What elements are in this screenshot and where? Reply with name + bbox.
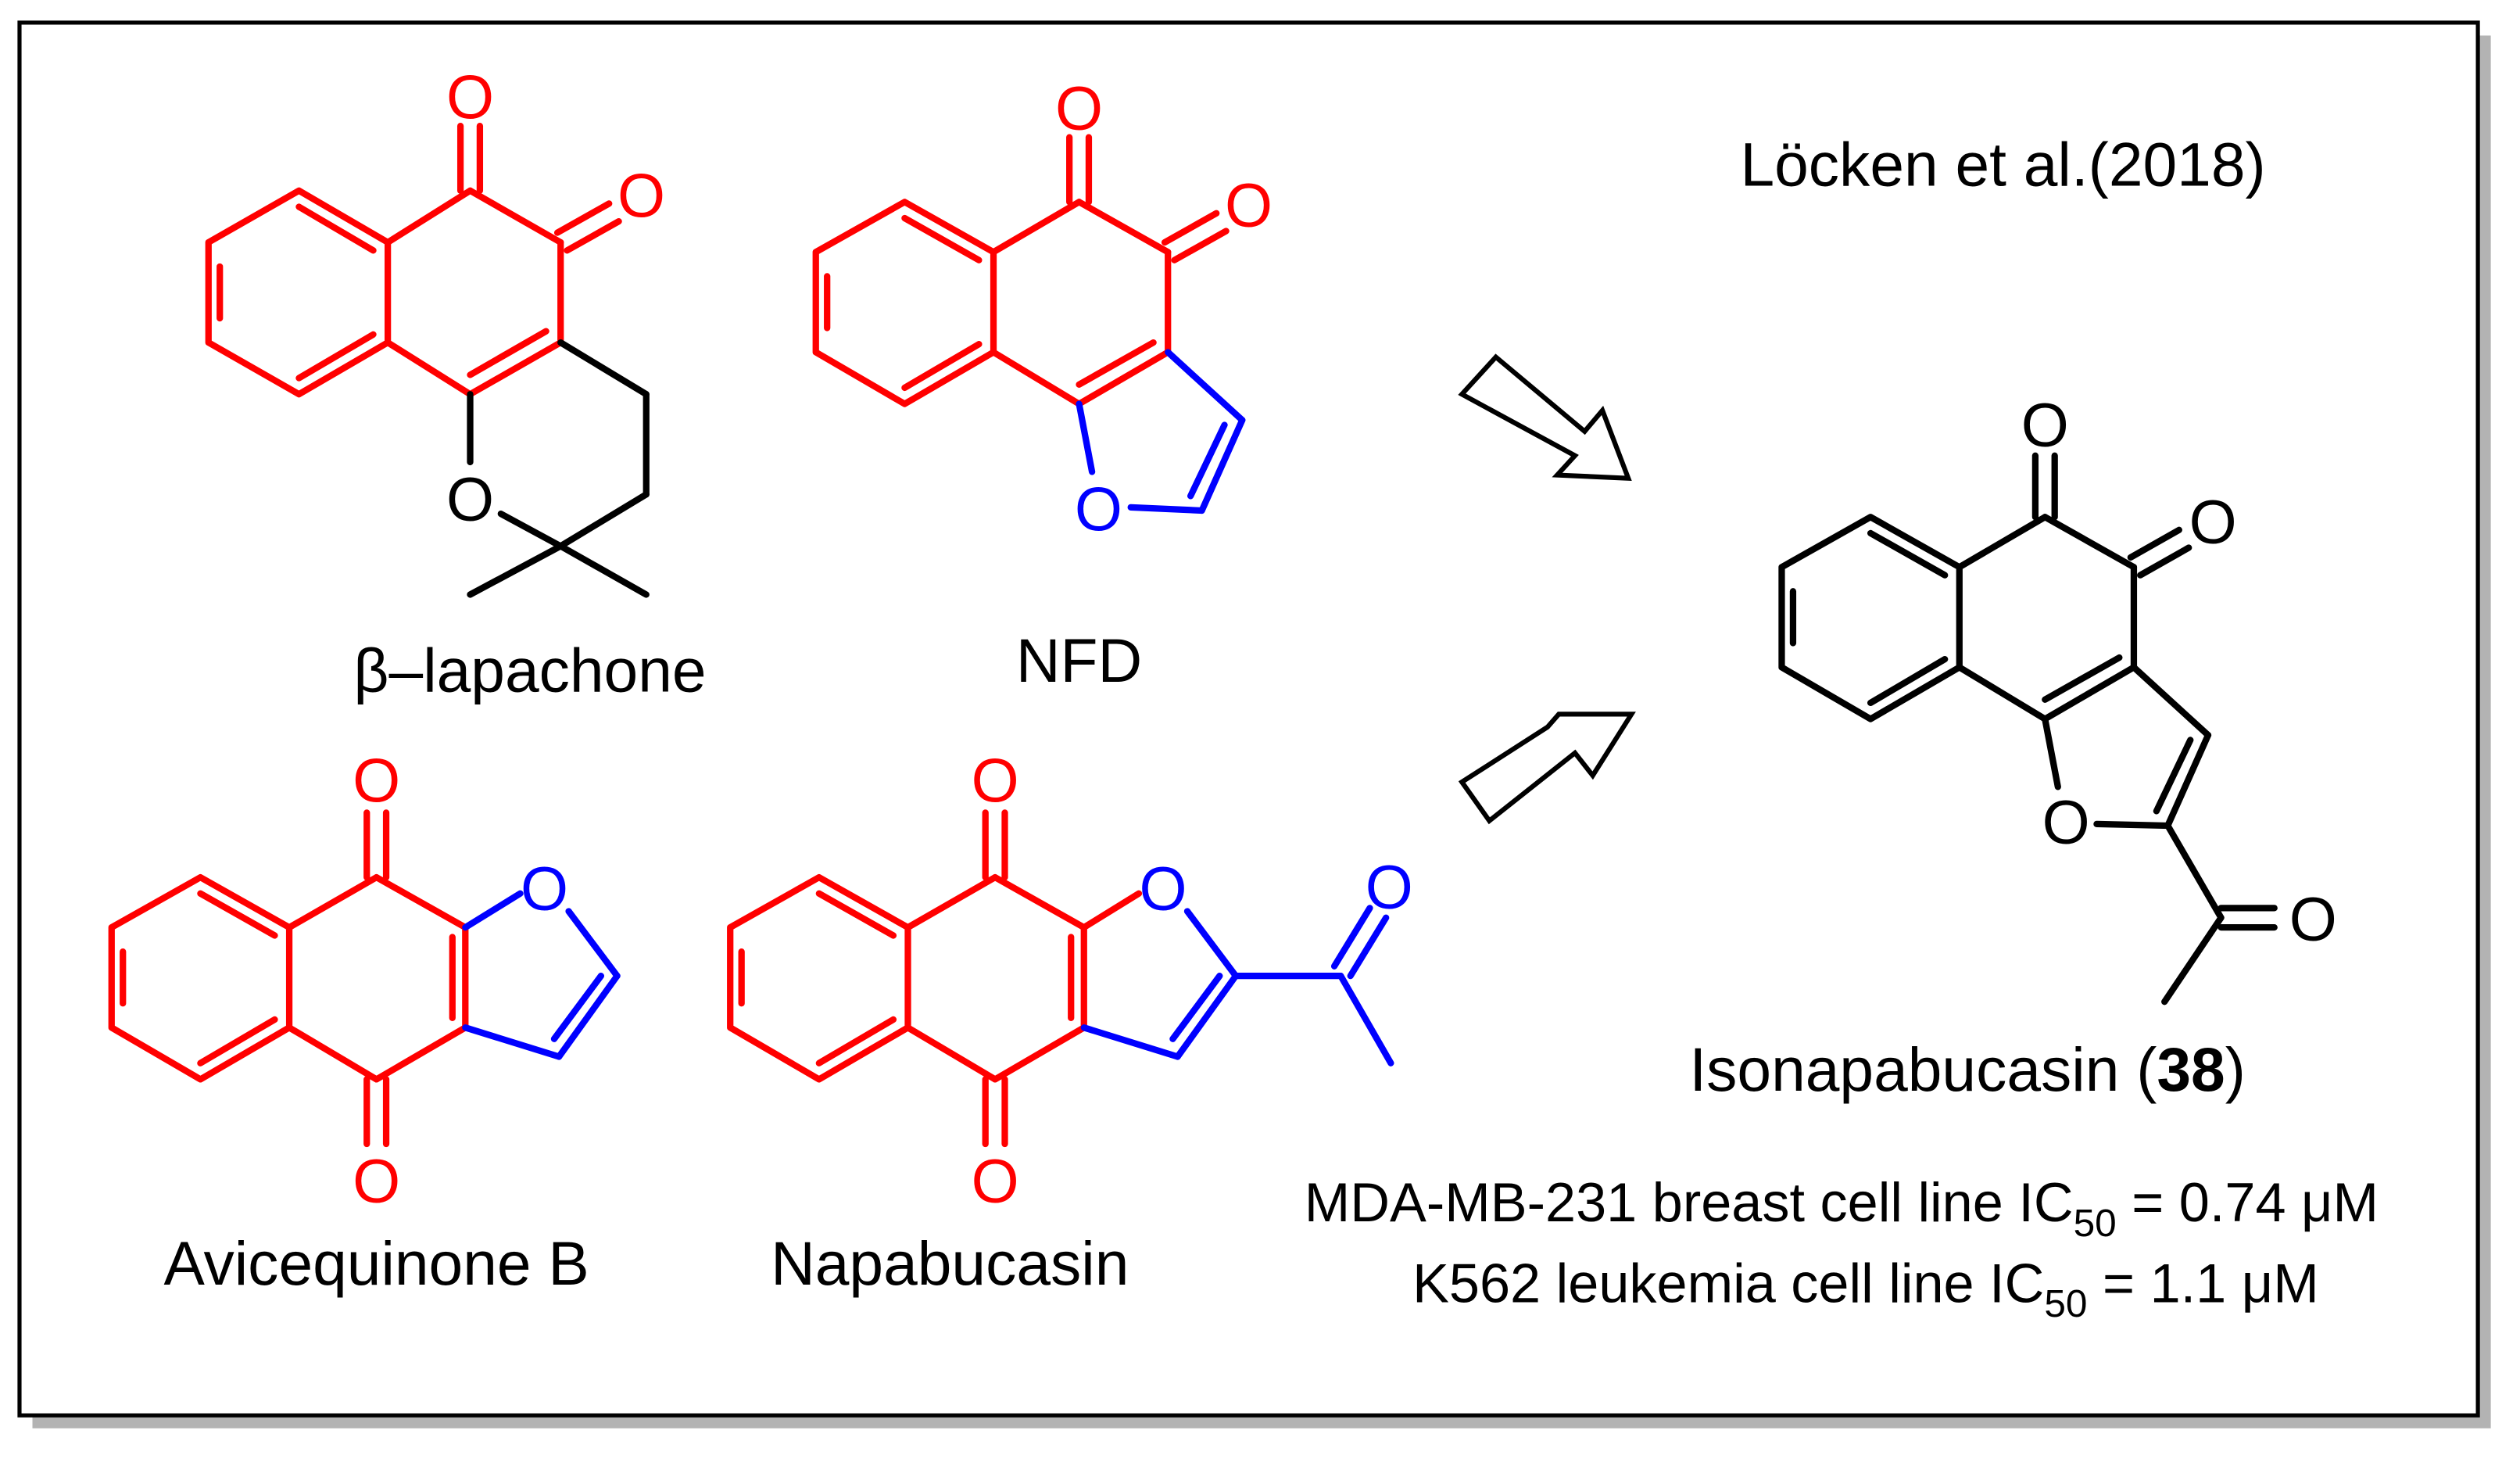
isonapabucasin-furan-o: O (2042, 788, 2090, 857)
frame (17, 20, 2480, 1418)
avicequinone-b-label: Avicequinone B (164, 1229, 589, 1298)
napabucasin-acetyl-o: O (1366, 852, 1413, 921)
beta-lapachone-carbonyl-o2: O (617, 161, 665, 230)
isonapabucasin-compound-number: 38 (2157, 1035, 2225, 1104)
activity-line-k562: K562 leukemia cell line IC50 = 1.1 μM (1412, 1253, 2319, 1326)
activity-line-mda: MDA-MB-231 breast cell line IC50 = 0.74 … (1305, 1171, 2379, 1245)
isonapabucasin-label-prefix: Isonapabucasin ( (1689, 1035, 2157, 1104)
napabucasin-carbonyl-o-bottom: O (972, 1146, 1019, 1215)
isonapabucasin-label-suffix: ) (2225, 1035, 2246, 1104)
citation: Löcken et al.(2018) (1740, 131, 2265, 199)
nfd-furan-o: O (1075, 475, 1122, 543)
napabucasin-furan-o: O (1139, 854, 1187, 923)
activity-line-mda-suffix: = 0.74 μM (2117, 1171, 2379, 1233)
arrow-bottom (1458, 712, 1636, 825)
napabucasin-structure (727, 809, 1394, 1148)
avicequinone-b-structure (108, 809, 621, 1148)
nfd-carbonyl-o1: O (1055, 73, 1103, 142)
avicequinone-b-carbonyl-o-bottom: O (353, 1146, 400, 1215)
napabucasin-label: Napabucasin (771, 1229, 1129, 1298)
nfd-carbonyl-o2: O (1225, 170, 1273, 239)
arrow-top (1458, 353, 1632, 481)
napabucasin-carbonyl-o-top: O (972, 746, 1019, 815)
nfd-structure (812, 134, 1246, 514)
beta-lapachone-carbonyl-o1: O (446, 63, 494, 131)
avicequinone-b-furan-o: O (521, 854, 568, 923)
beta-lapachone-ring-o: O (446, 464, 494, 533)
activity-line-k562-prefix: K562 leukemia cell line IC (1412, 1253, 2044, 1314)
beta-lapachone-label: β–lapachone (353, 636, 706, 704)
isonapabucasin-carbonyl-o1: O (2021, 390, 2069, 459)
avicequinone-b-carbonyl-o-top: O (353, 746, 400, 815)
activity-line-k562-subscript: 50 (2044, 1282, 2087, 1325)
isonapabucasin-structure (1778, 452, 2278, 1006)
nfd-label: NFD (1016, 626, 1142, 695)
isonapabucasin-carbonyl-o2: O (2189, 487, 2237, 556)
isonapabucasin-label: Isonapabucasin (38) (1689, 1035, 2246, 1104)
beta-lapachone-structure (205, 123, 650, 598)
activity-line-mda-prefix: MDA-MB-231 breast cell line IC (1305, 1171, 2074, 1233)
isonapabucasin-acetyl-o: O (2289, 885, 2337, 954)
activity-line-mda-subscript: 50 (2074, 1201, 2117, 1245)
activity-line-k562-suffix: = 1.1 μM (2088, 1253, 2319, 1314)
